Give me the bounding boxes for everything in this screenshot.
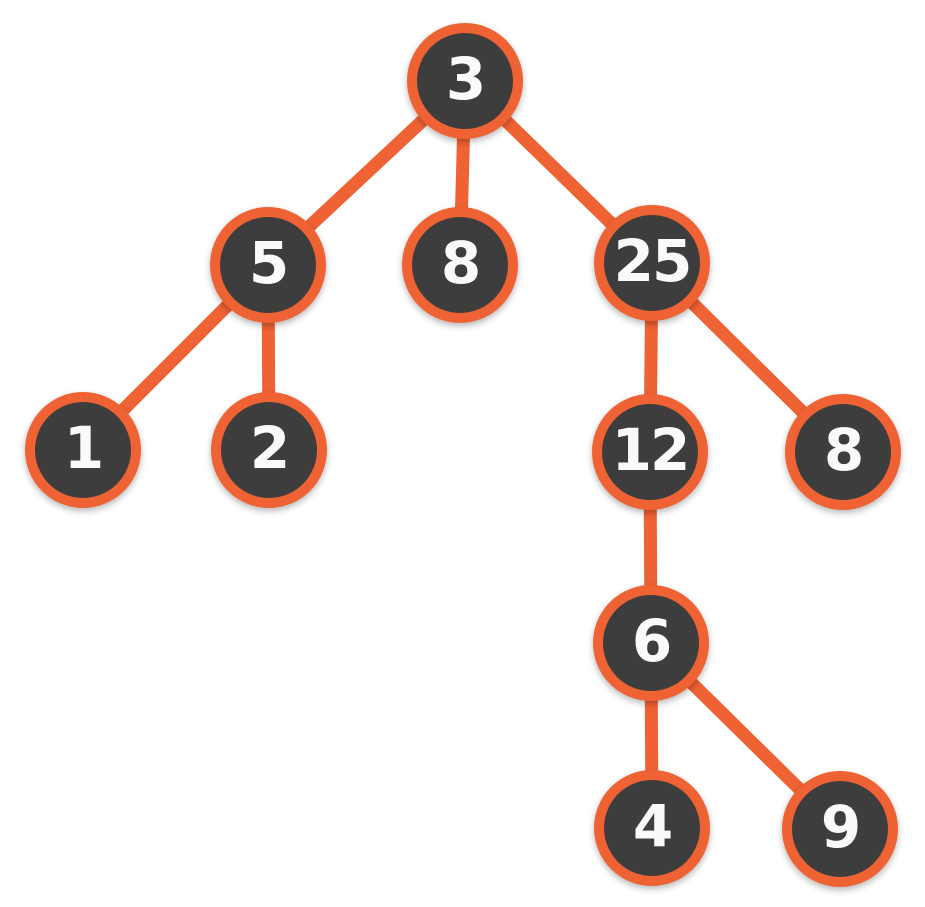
node-label: 2 <box>249 414 290 482</box>
node-label: 8 <box>440 229 481 297</box>
tree-node-n25: 25 <box>594 205 710 321</box>
node-label: 5 <box>248 229 289 297</box>
tree-node-n1: 1 <box>25 392 141 508</box>
node-label: 4 <box>632 792 673 860</box>
node-label: 3 <box>445 45 486 113</box>
tree-node-n3: 3 <box>407 23 523 139</box>
tree-node-n8b: 8 <box>785 394 901 510</box>
tree-node-n4: 4 <box>594 770 710 886</box>
node-label: 8 <box>823 416 864 484</box>
node-label: 1 <box>63 414 104 482</box>
node-label: 25 <box>613 227 693 295</box>
node-label: 6 <box>631 607 672 675</box>
node-label: 12 <box>611 416 691 484</box>
tree-node-n5: 5 <box>210 207 326 323</box>
tree-node-n6: 6 <box>593 585 709 701</box>
tree-node-n9: 9 <box>782 771 898 887</box>
tree-node-n8a: 8 <box>402 207 518 323</box>
tree-node-n12: 12 <box>592 394 708 510</box>
tree-node-n2: 2 <box>211 392 327 508</box>
node-label: 9 <box>820 793 861 861</box>
